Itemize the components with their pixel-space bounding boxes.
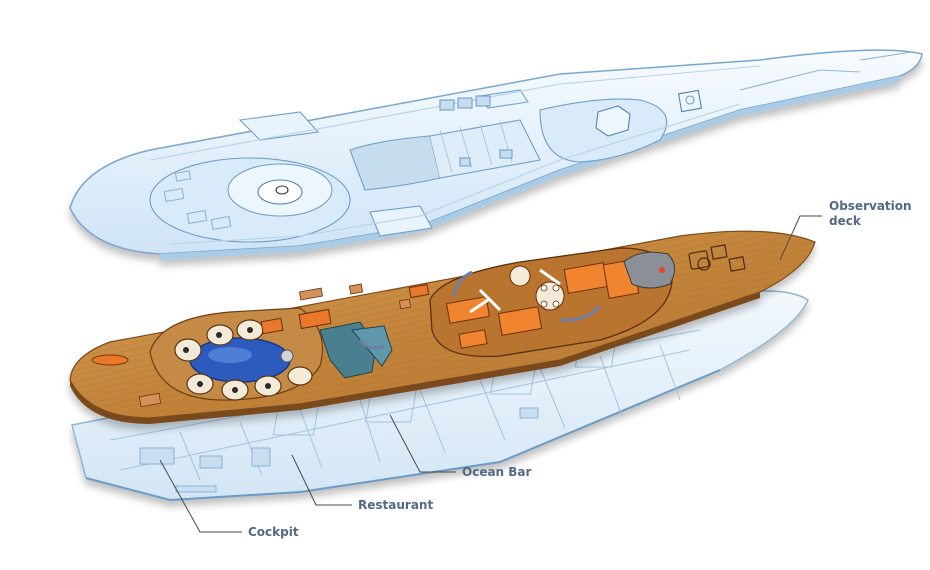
leader-restaurant	[291, 454, 352, 506]
deck-furnishings	[91, 244, 746, 408]
label-observation-deck: Observation deck	[829, 199, 912, 228]
label-cockpit: Cockpit	[248, 525, 299, 539]
upper-deck-details	[149, 51, 913, 245]
label-ocean-bar: Ocean Bar	[462, 465, 532, 479]
leader-cockpit	[159, 459, 242, 533]
leader-observation-deck	[779, 215, 822, 261]
leader-ocean-bar	[389, 414, 456, 473]
callout-leaders	[159, 215, 822, 533]
label-restaurant: Restaurant	[358, 498, 434, 512]
